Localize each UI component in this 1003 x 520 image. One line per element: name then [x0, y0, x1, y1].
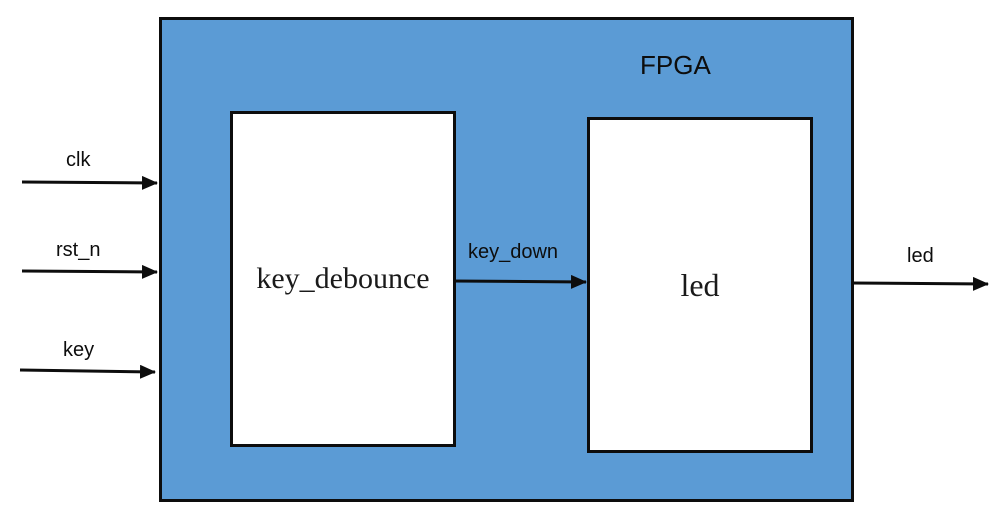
led-output-label: led: [907, 245, 934, 267]
rst-n-label: rst_n: [56, 239, 101, 261]
led-output-arrow: [850, 276, 989, 291]
key-down-arrow: [452, 274, 587, 289]
key-label: key: [63, 339, 95, 361]
clk-arrow: [21, 175, 158, 190]
key-debounce-module: key_debounce: [230, 111, 456, 447]
key-down-label: key_down: [468, 241, 559, 263]
led-module-label: led: [680, 266, 720, 303]
clk-label: clk: [66, 149, 91, 171]
key-arrow: [19, 364, 156, 379]
rst-n-arrow: [21, 264, 158, 279]
led-module: led: [587, 117, 813, 453]
key-debounce-label: key_debounce: [256, 262, 430, 295]
fpga-label: FPGA: [640, 50, 711, 80]
